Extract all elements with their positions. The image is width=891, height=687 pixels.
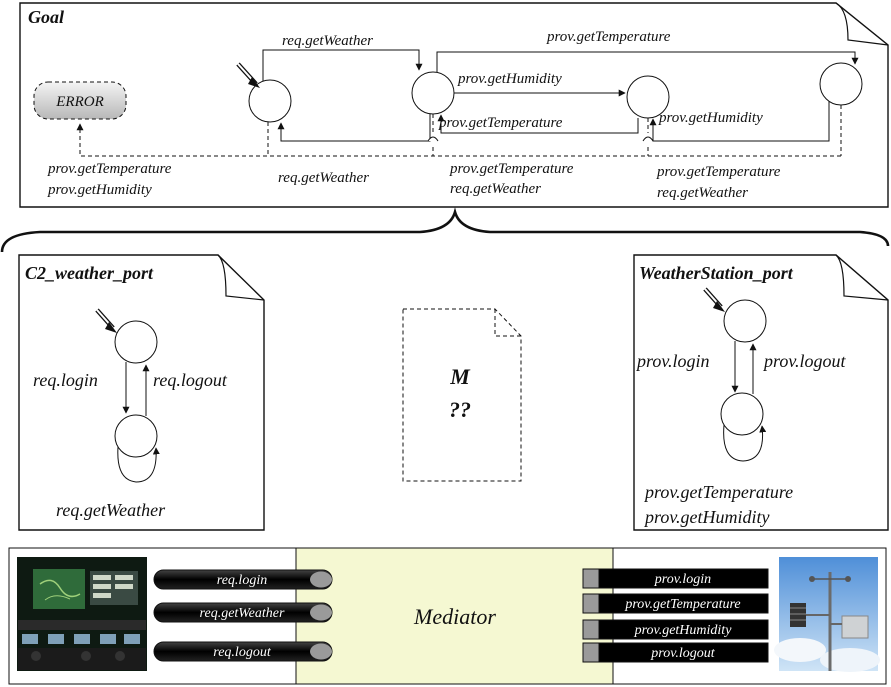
ws-label-loop-gethumidity: prov.getHumidity	[643, 507, 769, 527]
mediator-doc-qq: ??	[449, 397, 471, 422]
goal-panel-fold	[835, 2, 889, 46]
ws-initial-arrow	[703, 287, 725, 312]
goal-edge-inner-return	[437, 114, 639, 134]
mediator-doc-fold	[494, 309, 521, 337]
mediator-doc-m: M	[449, 364, 471, 389]
error-state-label: ERROR	[55, 94, 103, 110]
c2-port-fold	[217, 254, 265, 301]
goal-crossing-bump-2	[642, 136, 654, 142]
ws-port-fold	[835, 254, 889, 301]
left-op-pill-2: req.getWeather	[153, 602, 333, 623]
label-top-req-getweather: req.getWeather	[282, 33, 373, 49]
weatherstation-port-panel: WeatherStation_port prov.login prov.logo…	[633, 254, 889, 531]
c2-weather-port-panel: C2_weather_port req.login req.logout req…	[18, 254, 265, 531]
ws-state-active	[720, 392, 764, 436]
goal-state-4	[819, 62, 863, 106]
goal-state-initial	[248, 79, 292, 123]
left-op-label-2: req.getWeather	[200, 606, 285, 621]
ws-label-loop-gettemperature: prov.getTemperature	[643, 482, 793, 502]
right-op-label-3: prov.getHumidity	[634, 623, 733, 638]
goal-edge-back-to-initial	[277, 114, 431, 142]
mediator-doc-frame	[402, 308, 522, 482]
goal-crossing-bump-1	[427, 136, 439, 142]
c2-port-frame	[18, 254, 265, 531]
label-err2-prov-gettemperature: prov.getTemperature	[449, 161, 574, 177]
right-op-bar-4: prov.logout	[582, 642, 769, 663]
bottom-architecture: Mediator	[8, 547, 887, 685]
brace	[0, 207, 890, 253]
label-right-prov-gethumidity: prov.getHumidity	[658, 110, 763, 126]
label-back-req-getweather: req.getWeather	[278, 170, 369, 186]
mediator-label: Mediator	[413, 604, 496, 629]
left-op-pill-3: req.logout	[153, 641, 333, 662]
left-op-pill-1: req.login	[153, 569, 333, 590]
label-err3-req-getweather: req.getWeather	[657, 185, 748, 201]
label-err-prov-gethumidity: prov.getHumidity	[47, 182, 152, 198]
c2-state-active	[114, 414, 158, 458]
ws-label-logout: prov.logout	[762, 351, 846, 371]
ws-state-initial	[723, 299, 767, 343]
goal-state-2	[411, 71, 455, 115]
label-top-prov-gettemperature: prov.getTemperature	[546, 29, 671, 45]
c2-port-title: C2_weather_port	[25, 263, 154, 283]
label-err3-prov-gettemperature: prov.getTemperature	[656, 164, 781, 180]
right-op-label-1: prov.login	[654, 572, 711, 587]
c2-state-initial	[114, 320, 158, 364]
goal-title: Goal	[28, 7, 64, 27]
goal-error-edges	[76, 105, 842, 157]
right-op-bar-1: prov.login	[582, 568, 769, 589]
right-op-label-4: prov.logout	[650, 646, 715, 661]
left-op-label-3: req.logout	[213, 645, 272, 660]
goal-panel: Goal ERROR	[19, 2, 889, 208]
label-inner-prov-gettemperature: prov.getTemperature	[438, 115, 563, 131]
goal-edge-req-getweather	[262, 49, 423, 81]
label-err-prov-gettemperature: prov.getTemperature	[47, 161, 172, 177]
ws-label-login: prov.login	[635, 351, 710, 371]
label-err2-req-getweather: req.getWeather	[450, 181, 541, 197]
right-op-bar-3: prov.getHumidity	[582, 619, 769, 640]
error-state	[33, 81, 127, 120]
ws-port-title: WeatherStation_port	[639, 263, 794, 283]
goal-initial-arrow	[236, 62, 260, 88]
c2-edge-loop	[117, 446, 160, 483]
goal-edge-right-return	[649, 101, 830, 142]
left-op-label-1: req.login	[217, 573, 267, 588]
c2-label-loop: req.getWeather	[56, 500, 166, 520]
right-op-bar-2: prov.getTemperature	[582, 593, 769, 614]
mediator-box	[295, 547, 614, 685]
c2-label-logout: req.logout	[153, 370, 228, 390]
c2-label-login: req.login	[33, 370, 98, 390]
right-op-label-2: prov.getTemperature	[624, 597, 740, 612]
control-room-image	[17, 557, 147, 671]
ws-edge-loop	[723, 424, 767, 462]
label-mid-prov-gethumidity: prov.getHumidity	[457, 71, 562, 87]
c2-initial-arrow	[95, 308, 117, 333]
goal-edge-prov-gettemperature-top	[436, 51, 859, 72]
ws-port-frame	[633, 254, 889, 531]
weather-station-image	[774, 557, 880, 672]
mediator-document: M ??	[402, 308, 522, 482]
